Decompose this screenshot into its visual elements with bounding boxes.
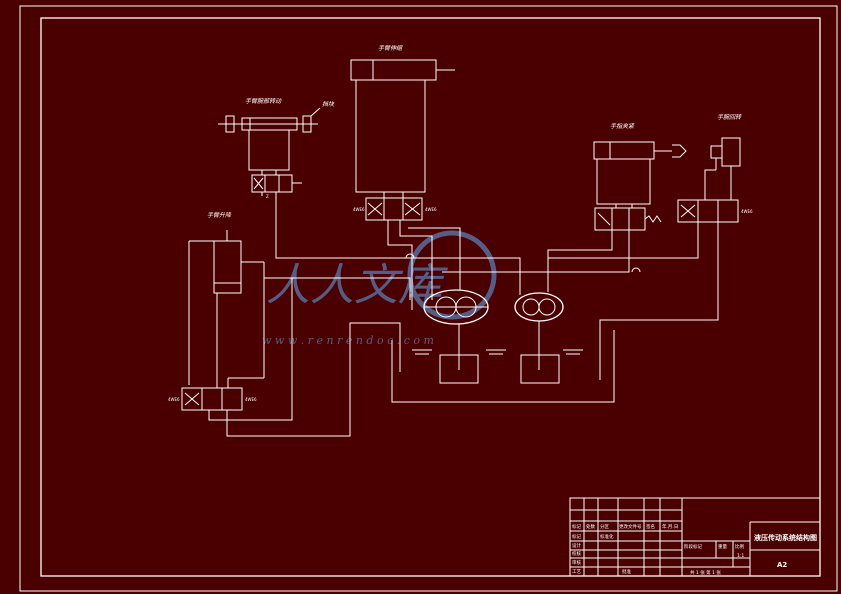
valve5-right-label: 4WE6 <box>245 397 257 402</box>
tb-header-2: 分区 <box>600 523 609 530</box>
label-arm-lift: 手臂升降 <box>207 211 232 219</box>
double-pump <box>423 289 489 325</box>
valve2-right-label: 4WE6 <box>425 207 437 212</box>
watermark: 人人文库 w w w . r e n r e n d o c . c o m <box>262 230 497 347</box>
arm-extend-cylinder: 手臂伸缩 <box>350 44 455 193</box>
watermark-url: w w w . r e n r e n d o c . c o m <box>262 334 434 347</box>
label-hand-rotate: 手腕回转 <box>717 113 742 121</box>
tb-scale: 1:1 <box>737 553 744 559</box>
title-block: 标记 处数 分区 更改文件号 签名 年.月.日 标记 设计 校核 审核 工艺 标… <box>569 497 821 577</box>
tb-header-0: 标记 <box>572 523 581 530</box>
pipelines <box>208 166 732 437</box>
wrist-rotate-actuator: 手臂腕部转动 挡块 <box>218 97 335 171</box>
valve-arm-lift: 4WE6 4WE6 <box>168 387 257 411</box>
tb-approve: 批准 <box>622 568 631 575</box>
tb-header-4: 签名 <box>646 523 655 530</box>
valve-hand-rotate: 4WE6 <box>677 199 753 223</box>
tb-std: 标准化 <box>600 533 614 540</box>
tb-sub-1: 重量 <box>718 543 727 550</box>
drawing-title: 液压传动系统结构图 <box>754 533 817 542</box>
oil-tank-2 <box>520 354 560 384</box>
tb-row-2: 校核 <box>572 550 581 557</box>
single-pump <box>514 292 564 322</box>
gripper-cylinder: 手指夹紧 <box>593 122 687 205</box>
valve2-left-label: 4WE6 <box>353 207 365 212</box>
label-arm-extend: 手臂伸缩 <box>378 44 403 52</box>
tb-header-5: 年.月.日 <box>662 523 678 530</box>
hand-rotate-actuator: 手腕回转 <box>710 113 742 170</box>
tb-row-1: 设计 <box>572 542 581 549</box>
inner-frame <box>40 17 821 577</box>
tb-sub-2: 比例 <box>735 543 744 550</box>
valve1-mark: Z <box>266 194 269 199</box>
valve5-left-label: 4WE6 <box>168 397 180 402</box>
tb-header-3: 更改文件号 <box>619 523 642 530</box>
tb-sub-0: 阶段标记 <box>684 543 702 550</box>
tb-row-3: 审核 <box>572 559 581 566</box>
outer-frame <box>19 5 838 592</box>
label-wrist-rotate: 手臂腕部转动 <box>245 97 282 105</box>
label-gripper: 手指夹紧 <box>610 122 635 130</box>
arm-lift-cylinder: 手臂升降 <box>188 211 265 385</box>
valve4-right-label: 4WE6 <box>741 209 753 214</box>
tb-header-1: 处数 <box>586 523 595 530</box>
tb-row-4: 工艺 <box>572 569 581 575</box>
sheet-size: A2 <box>777 561 787 569</box>
tb-row-0: 标记 <box>572 533 581 540</box>
valve-gripper <box>594 207 662 231</box>
label-stopper: 挡块 <box>322 100 335 108</box>
valve-wrist-rotate: Z <box>251 174 302 199</box>
tank-level-marks <box>412 349 583 355</box>
tb-sheet-info: 共 1 张 第 1 张 <box>690 569 721 576</box>
valve-arm-extend: 4WE6 4WE6 <box>353 197 437 221</box>
